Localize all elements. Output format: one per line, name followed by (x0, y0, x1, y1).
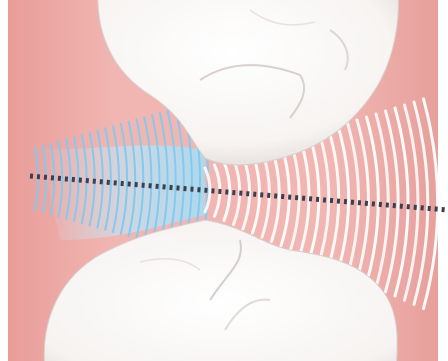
tooth-contact-illustration (0, 0, 448, 361)
